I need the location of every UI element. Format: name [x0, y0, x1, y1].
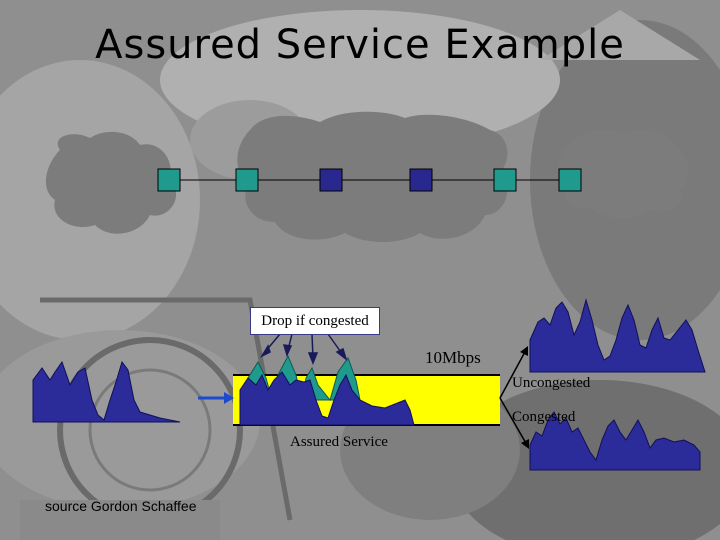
incoming-traffic-shape — [32, 360, 181, 423]
assured-service-label: Assured Service — [290, 434, 388, 450]
ingress-arrow-head — [224, 392, 234, 404]
edge-router-icon — [493, 168, 517, 192]
core-router-icon — [409, 168, 433, 192]
link-rate-label: 10Mbps — [425, 348, 481, 367]
slide-title: Assured Service Example — [95, 22, 625, 68]
edge-router-icon — [157, 168, 181, 192]
uncongested-traffic-shape — [529, 298, 706, 373]
uncongested-arrow-head — [520, 346, 528, 356]
uncongested-label: Uncongested — [512, 375, 591, 391]
edge-router-icon — [558, 168, 582, 192]
pipe-traffic-shape — [239, 371, 415, 426]
left-cloud — [45, 131, 177, 234]
center-cloud — [237, 111, 508, 242]
congested-traffic-shape — [529, 411, 701, 471]
congested-arrow-head — [521, 439, 529, 449]
uncongested-arrow — [499, 349, 527, 399]
drop-if-congested-label: Drop if congested — [250, 307, 380, 335]
congested-label: Congested — [512, 409, 576, 425]
drop-arrows — [260, 333, 348, 366]
core-router-icon — [319, 168, 343, 192]
congested-arrow — [499, 397, 528, 446]
source-credit: source Gordon Schaffee — [45, 498, 197, 514]
edge-router-icon — [235, 168, 259, 192]
right-cloud — [558, 129, 688, 219]
